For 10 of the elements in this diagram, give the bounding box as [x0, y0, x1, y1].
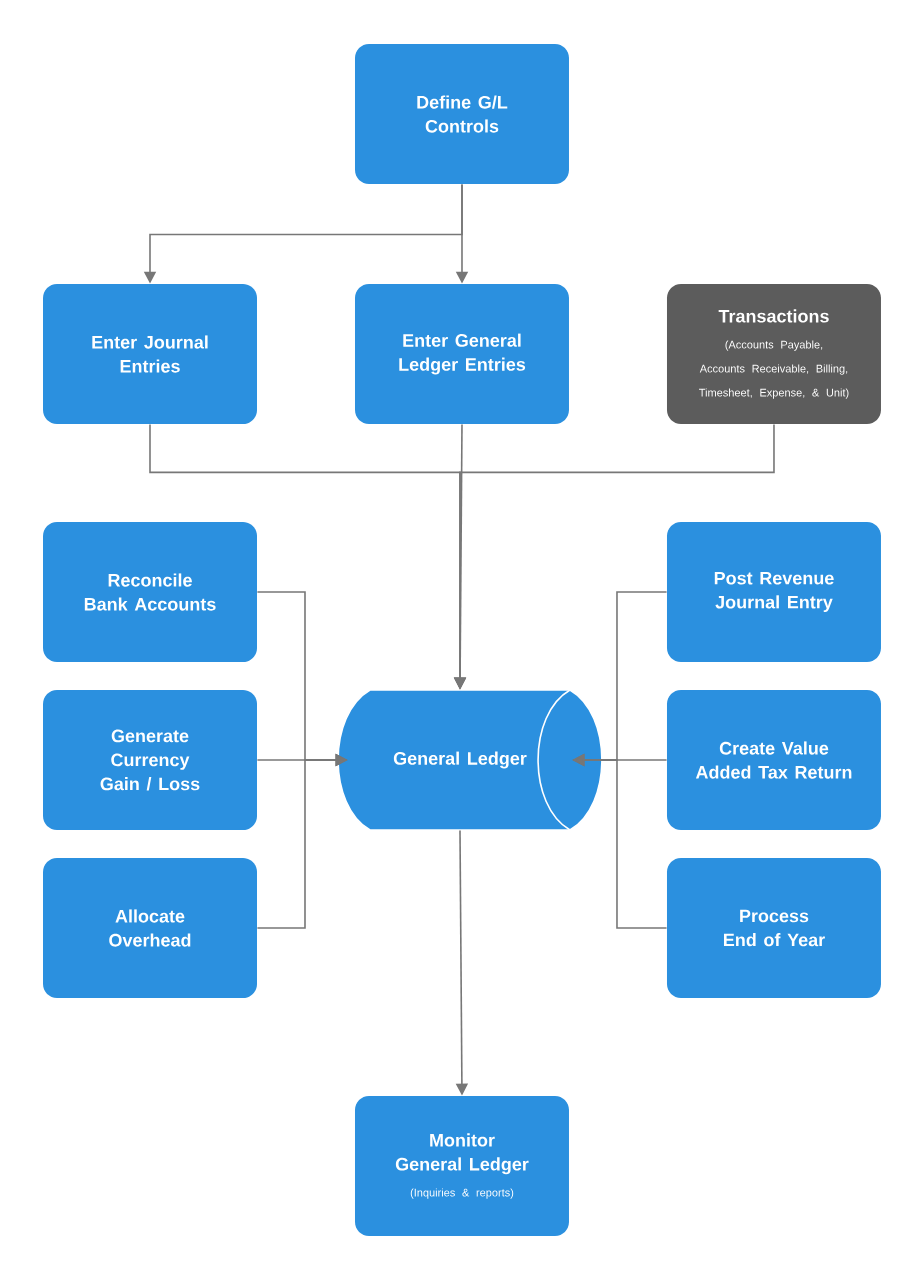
process-box: Allocate Overhead [43, 858, 257, 998]
process-box: Define G/L Controls [355, 44, 569, 185]
process-box: Reconcile Bank Accounts [43, 522, 257, 662]
process-box: Generate Currency Gain / Loss [43, 690, 257, 830]
process-box: Enter General Ledger Entries [355, 284, 569, 424]
database-cylinder: General Ledger [337, 689, 603, 831]
process-box: Create Value Added Tax Return [667, 690, 881, 830]
process-box: Process End of Year [667, 858, 881, 998]
process-box: Enter Journal Entries [43, 284, 257, 424]
process-box: Post Revenue Journal Entry [667, 522, 881, 662]
